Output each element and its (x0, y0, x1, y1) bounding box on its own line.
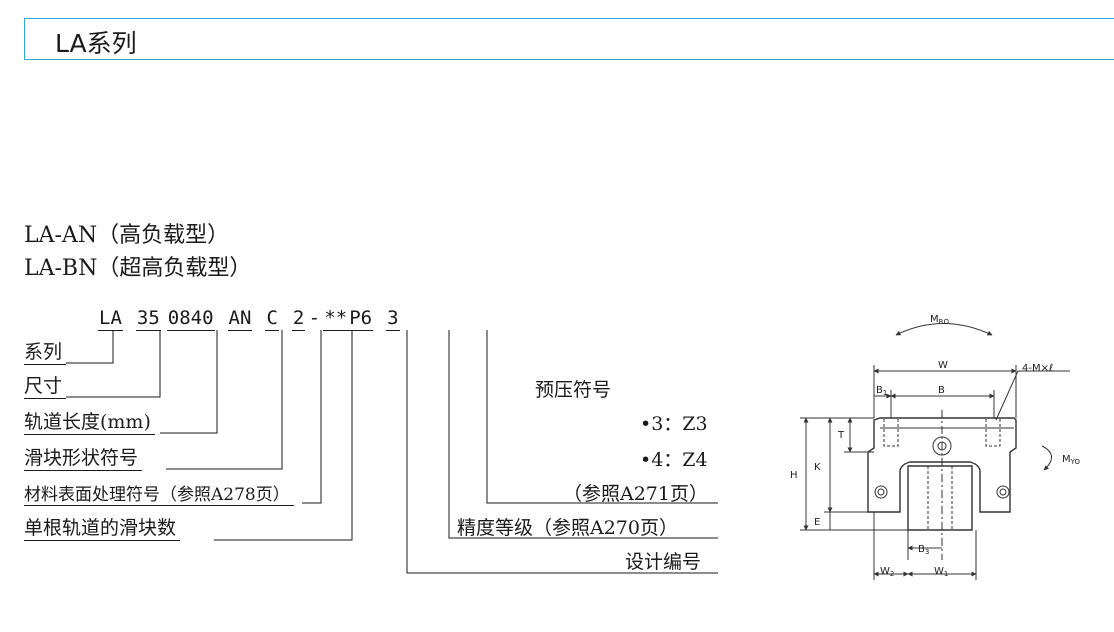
ball-left (874, 485, 888, 499)
label-bolt: 4-M×ℓ (1022, 363, 1053, 374)
label-w2: W2 (880, 566, 894, 578)
label-surface-treatment: 材料表面处理符号（参照A278页） (24, 480, 294, 506)
moment-myo-arrow (1041, 445, 1052, 471)
label-preload-z3: •3：Z3 (640, 413, 708, 435)
code-surface: C (265, 307, 279, 331)
label-b1: B1 (876, 385, 887, 397)
code-series: LA (98, 307, 123, 331)
leader-surface (302, 330, 322, 504)
rail-outline (907, 465, 973, 531)
page-title: LA系列 (55, 29, 137, 58)
code-preload: 3 (386, 307, 400, 331)
label-w1: W1 (934, 566, 948, 578)
code-design: ** (323, 307, 349, 331)
leader-size (66, 330, 161, 398)
label-k: K (814, 462, 821, 473)
label-preload-z4: •4：Z4 (640, 449, 708, 471)
label-e: E (814, 517, 820, 528)
code-dash: - (308, 307, 321, 329)
mount-hole-left (883, 417, 899, 447)
label-blocks-per-rail: 单根轨道的滑块数 (24, 513, 181, 541)
label-size: 尺寸 (24, 371, 67, 399)
heading-la-an: LA-AN（高负载型） (24, 223, 230, 248)
label-rail-length: 轨道长度(mm) (24, 407, 155, 435)
label-h: H (790, 470, 798, 481)
code-length: 0840 (166, 307, 215, 331)
moment-mro-arrow (895, 323, 993, 336)
leader-blocks (214, 330, 353, 541)
mount-hole-right (985, 417, 1001, 447)
block-outline (867, 417, 1017, 513)
label-w: W (938, 360, 948, 371)
code-size: 35 (135, 307, 161, 331)
heading-la-bn: LA-BN（超高负载型） (24, 256, 252, 281)
label-series: 系列 (24, 337, 67, 365)
label-block-shape: 滑块形状符号 (24, 443, 143, 471)
leader-rail-length (160, 330, 218, 434)
label-precision: 精度等级（参照A270页） (457, 517, 678, 539)
label-b: B (938, 385, 945, 396)
leader-series (66, 330, 114, 364)
leader-block-shape (166, 330, 283, 470)
code-shape: AN (227, 307, 253, 331)
leader-preload (486, 330, 718, 504)
label-myo: MYO (1062, 454, 1081, 466)
ball-right (996, 485, 1010, 499)
title-box: LA系列 (24, 18, 1114, 60)
label-mro: MRO (930, 314, 950, 326)
code-blocks: 2 (291, 307, 306, 331)
label-b3: B3 (918, 544, 929, 556)
leader-precision (448, 330, 718, 539)
label-preload-ref: （参照A271页） (563, 483, 708, 505)
label-design-no: 设计编号 (625, 551, 702, 573)
code-precision: P6 (348, 307, 374, 331)
label-preload-title: 预压符号 (535, 379, 612, 401)
label-t: T (837, 430, 845, 441)
leader-design (406, 330, 718, 574)
